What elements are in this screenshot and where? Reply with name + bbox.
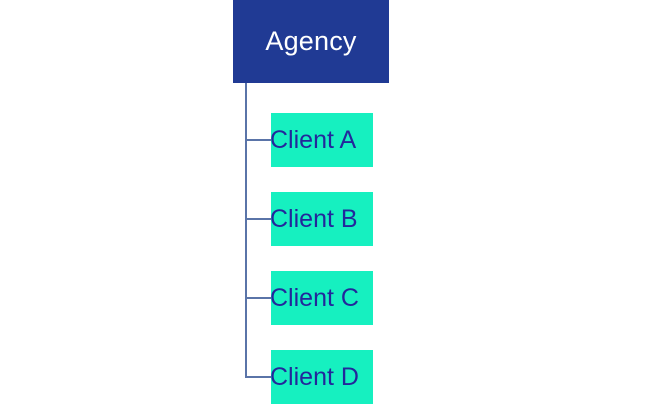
- node-client-b[interactable]: Client B: [270, 192, 373, 246]
- node-client-c[interactable]: Client C: [270, 271, 373, 325]
- connector-trunk-vertical: [245, 83, 247, 377]
- connector-branch-client-d: [245, 376, 272, 378]
- connector-branch-client-b: [245, 218, 272, 220]
- node-client-b-label: Client B: [270, 204, 358, 233]
- node-client-c-label: Client C: [270, 283, 359, 312]
- node-agency[interactable]: Agency: [233, 0, 389, 83]
- node-client-a-label: Client A: [270, 125, 357, 154]
- node-agency-label: Agency: [265, 26, 357, 56]
- connector-branch-client-c: [245, 297, 272, 299]
- node-client-d-label: Client D: [270, 362, 359, 391]
- connector-branch-client-a: [245, 139, 272, 141]
- node-client-d[interactable]: Client D: [270, 350, 373, 404]
- node-client-a[interactable]: Client A: [270, 113, 373, 167]
